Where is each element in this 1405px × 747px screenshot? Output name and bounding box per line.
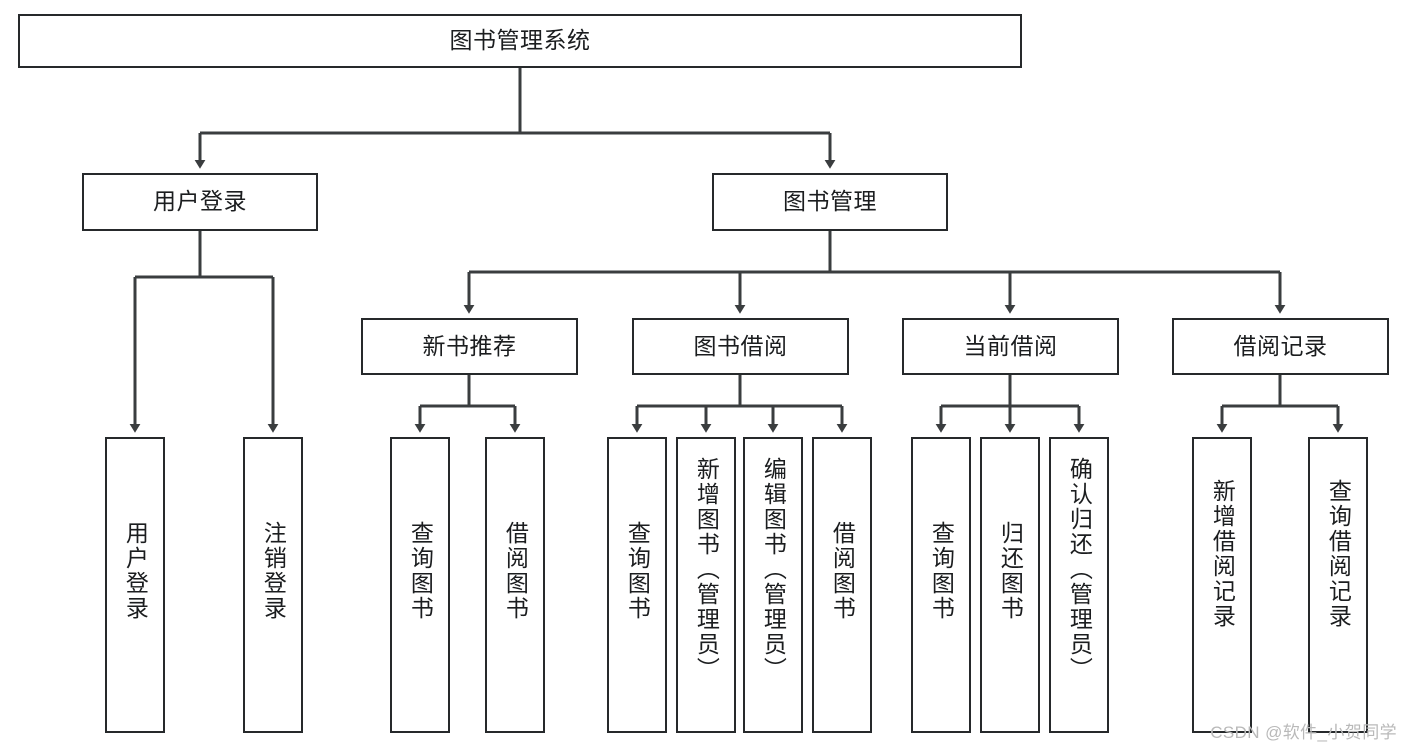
node-label: 借阅图书 <box>502 521 529 621</box>
node-leaf-edit-book-admin[interactable]: 编辑图书（管理员） <box>743 437 803 733</box>
node-leaf-query-borrow-record[interactable]: 查询借阅记录 <box>1308 437 1368 733</box>
node-root-book-management-system[interactable]: 图书管理系统 <box>18 14 1022 68</box>
node-label: 确认归还（管理员） <box>1066 457 1093 682</box>
node-current-borrowing[interactable]: 当前借阅 <box>902 318 1119 375</box>
node-label: 当前借阅 <box>963 332 1058 359</box>
node-label: 查询图书 <box>928 521 955 621</box>
node-leaf-confirm-return-admin[interactable]: 确认归还（管理员） <box>1049 437 1109 733</box>
node-label: 归还图书 <box>997 521 1024 621</box>
node-label: 借阅图书 <box>829 521 856 621</box>
node-leaf-query-book-current[interactable]: 查询图书 <box>911 437 971 733</box>
node-new-book-recommendation[interactable]: 新书推荐 <box>361 318 578 375</box>
node-label: 查询借阅记录 <box>1325 479 1352 629</box>
node-leaf-query-book-recommendation[interactable]: 查询图书 <box>390 437 450 733</box>
node-label: 查询图书 <box>407 521 434 621</box>
node-label: 新增图书（管理员） <box>693 457 720 682</box>
node-leaf-borrow-book-borrowing[interactable]: 借阅图书 <box>812 437 872 733</box>
node-leaf-return-book[interactable]: 归还图书 <box>980 437 1040 733</box>
node-leaf-add-borrow-record[interactable]: 新增借阅记录 <box>1192 437 1252 733</box>
node-leaf-user-logout[interactable]: 注销登录 <box>243 437 303 733</box>
node-user-login[interactable]: 用户登录 <box>82 173 318 231</box>
node-label: 图书管理 <box>783 188 877 215</box>
node-label: 编辑图书（管理员） <box>760 457 787 682</box>
csdn-watermark: CSDN @软件_小贺同学 <box>1210 723 1397 742</box>
node-leaf-borrow-book-recommendation[interactable]: 借阅图书 <box>485 437 545 733</box>
node-label: 新增借阅记录 <box>1209 479 1236 629</box>
node-label: 查询图书 <box>624 521 651 621</box>
node-label: 新书推荐 <box>422 332 517 359</box>
node-label: 图书管理系统 <box>449 27 591 54</box>
node-label: 用户登录 <box>153 188 247 215</box>
node-leaf-add-book-admin[interactable]: 新增图书（管理员） <box>676 437 736 733</box>
node-label: 用户登录 <box>122 521 149 621</box>
node-label: 图书借阅 <box>693 332 788 359</box>
node-borrowing-record[interactable]: 借阅记录 <box>1172 318 1389 375</box>
node-leaf-user-login[interactable]: 用户登录 <box>105 437 165 733</box>
node-leaf-query-book-borrowing[interactable]: 查询图书 <box>607 437 667 733</box>
node-label: 借阅记录 <box>1233 332 1328 359</box>
node-book-borrowing[interactable]: 图书借阅 <box>632 318 849 375</box>
node-book-management[interactable]: 图书管理 <box>712 173 948 231</box>
node-label: 注销登录 <box>260 521 287 621</box>
